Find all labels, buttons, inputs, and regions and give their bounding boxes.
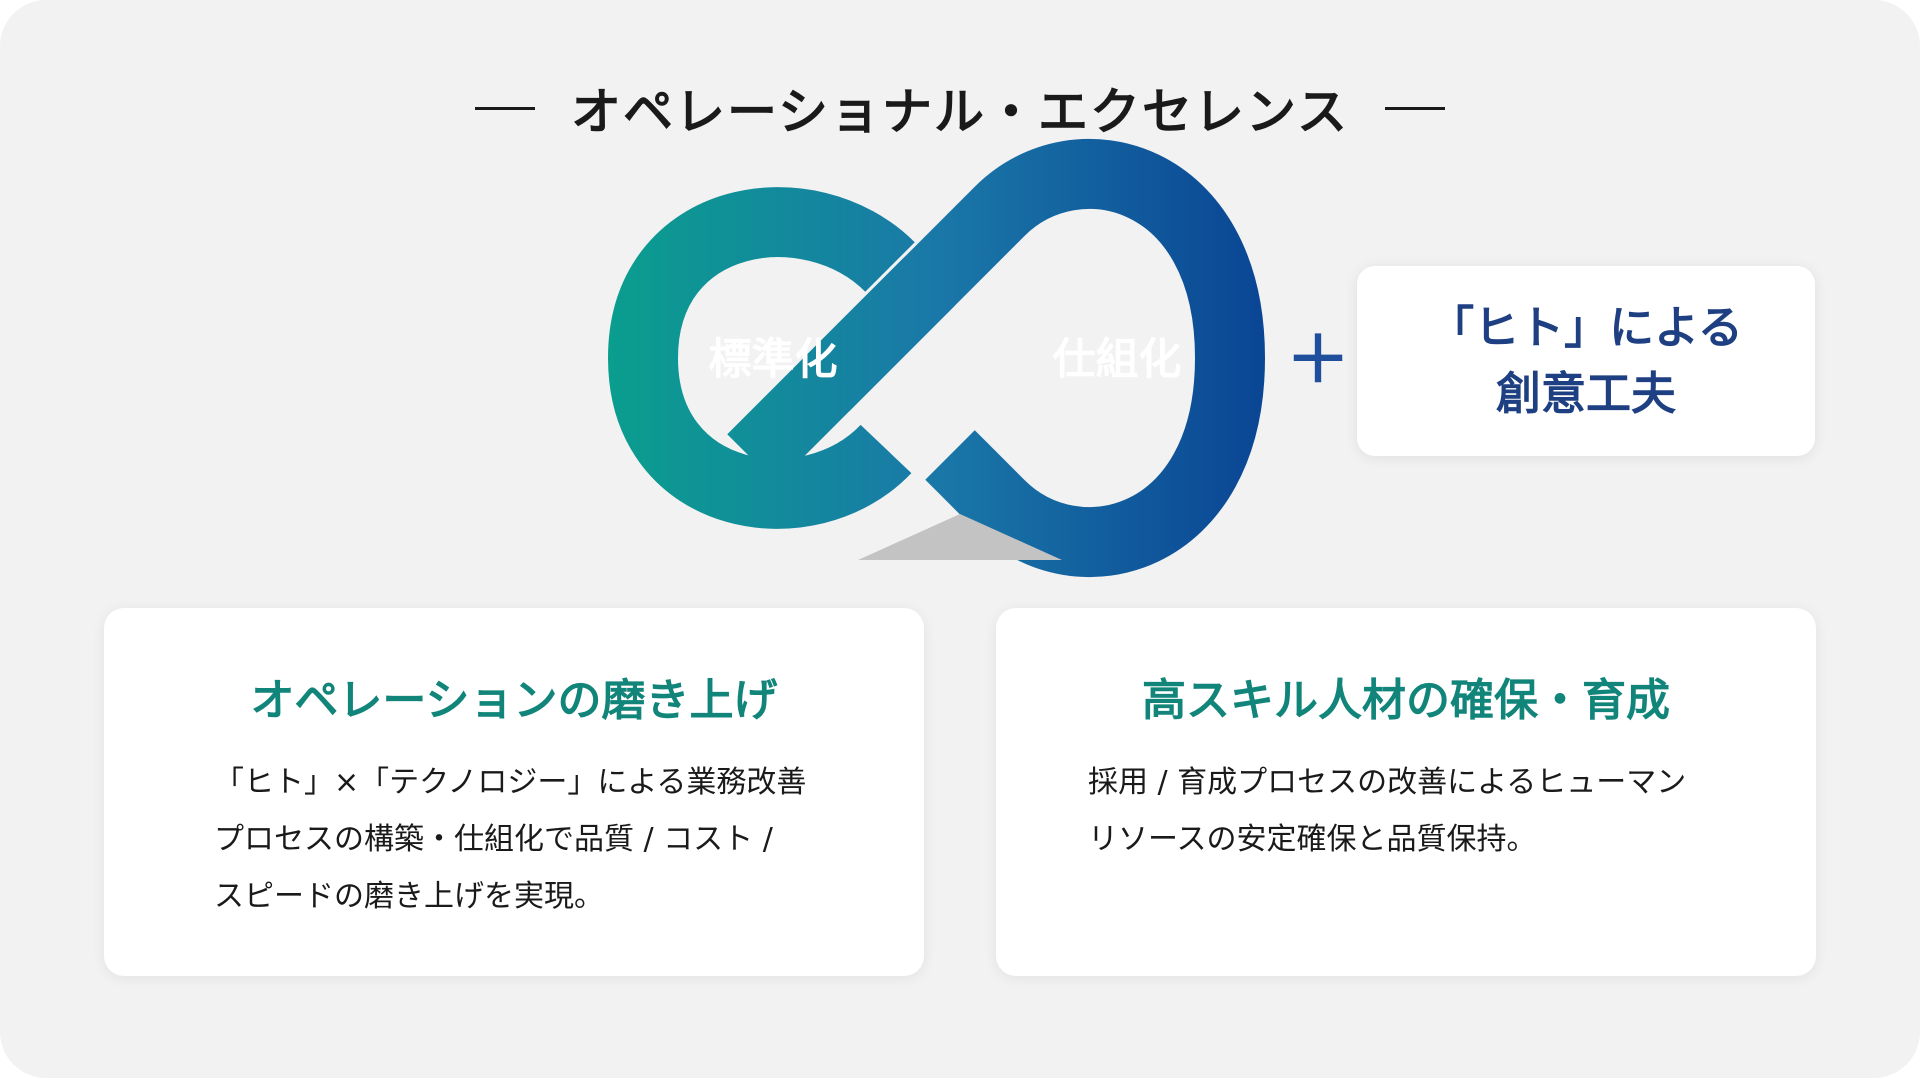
talent-development-card: 高スキル人材の確保・育成 採用 / 育成プロセスの改善によるヒューマン リソース… [996, 608, 1816, 976]
card-body: 採用 / 育成プロセスの改善によるヒューマン リソースの安定確保と品質保持。 [1088, 754, 1788, 868]
infinity-band [607, 138, 1266, 578]
human-box-line-2: 創意工夫 [1495, 367, 1676, 420]
operation-refinement-card: オペレーションの磨き上げ 「ヒト」×「テクノロジー」による業務改善 プロセスの構… [104, 608, 924, 976]
title-row: オペレーショナル・エクセレンス [0, 78, 1920, 141]
card-body-line: プロセスの構築・仕組化で品質 / コスト / [214, 822, 773, 857]
title-dash-right [1385, 106, 1445, 110]
plus-sign: ＋ [1286, 324, 1350, 398]
human-box-line-1: 「ヒト」による [1429, 301, 1743, 354]
diagram-title: オペレーショナル・エクセレンス [571, 83, 1349, 141]
pedestal-triangle [858, 514, 1062, 560]
card-body-line: スピードの磨き上げを実現。 [214, 879, 604, 914]
title-dash-left [475, 106, 535, 110]
loop-left-ring [607, 187, 915, 529]
card-body: 「ヒト」×「テクノロジー」による業務改善 プロセスの構築・仕組化で品質 / コス… [214, 754, 894, 925]
card-body-line: 「ヒト」×「テクノロジー」による業務改善 [214, 765, 807, 800]
card-title: オペレーションの磨き上げ [250, 675, 778, 726]
card-body-line: リソースの安定確保と品質保持。 [1088, 822, 1537, 857]
systematization-label: 仕組化 [1053, 335, 1182, 385]
card-title: 高スキル人材の確保・育成 [1142, 675, 1670, 726]
loop-cross-lower [727, 256, 955, 484]
card-body-line: 採用 / 育成プロセスの改善によるヒューマン [1088, 765, 1687, 800]
standardization-label: 標準化 [709, 335, 838, 385]
human-ingenuity-box: 「ヒト」による 創意工夫 [1357, 266, 1815, 456]
loop-cross-band [799, 138, 1266, 578]
